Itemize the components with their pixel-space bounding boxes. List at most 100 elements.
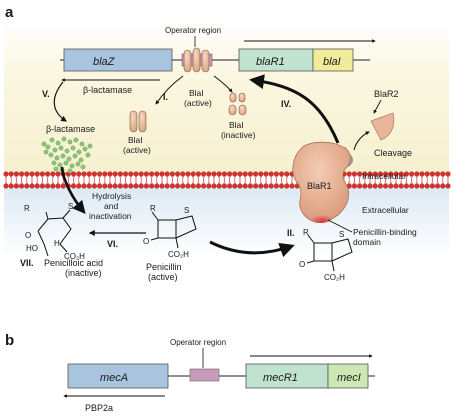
- operator-region-a: [181, 47, 213, 73]
- beta-lactamase-dot: [73, 137, 79, 143]
- panel-label-b: b: [5, 332, 14, 349]
- penicillin-structure: [150, 211, 197, 249]
- beta-lactamase-dot: [58, 145, 64, 151]
- beta-lactamase-dot: [57, 162, 63, 168]
- chem-r-1: R: [24, 204, 30, 213]
- chem-r-2: R: [150, 204, 156, 213]
- chem-s-1: S: [68, 202, 73, 211]
- blai-active-center-state: (active): [184, 98, 212, 108]
- penicilloic-line1: Penicilloic acid: [44, 258, 103, 268]
- gene-blaZ-label: blaZ: [93, 56, 116, 68]
- beta-lactamase-dot: [80, 164, 86, 170]
- beta-lactamase-dot: [48, 152, 54, 158]
- beta-lactamase-dot: [82, 146, 88, 152]
- pbp2a-label: PBP2a: [85, 403, 113, 413]
- step-vi-label: VI.: [107, 239, 118, 249]
- chem-co2h-1: CO₂H: [64, 252, 85, 261]
- blai-inactive-label: BlaI: [229, 120, 244, 130]
- step-iv-arrow: [249, 74, 340, 144]
- chem-co2h-3: CO₂H: [324, 273, 345, 282]
- step-iii-arrow: [353, 131, 370, 151]
- gene-mecA: [67, 363, 169, 389]
- gene-mecR1-label: mecR1: [263, 372, 298, 384]
- blai-inactive-fragments: [228, 92, 247, 116]
- intracellular-label: Intracellular: [362, 171, 406, 181]
- bound-penicillin-structure: [306, 234, 353, 272]
- penicilloic-line2: (inactive): [65, 268, 102, 278]
- step-iv-label: IV.: [281, 99, 291, 109]
- step-ii-label: II.: [287, 228, 295, 238]
- step-i-label: I.: [163, 92, 168, 102]
- blai-active-left-state: (active): [123, 145, 151, 155]
- beta-lactamase-dot: [85, 152, 91, 158]
- cleavage-label: Cleavage: [374, 148, 412, 158]
- gene-mecI: [327, 363, 369, 389]
- chem-co2h-2: CO₂H: [168, 250, 189, 259]
- beta-lactamase-dot: [76, 149, 82, 155]
- beta-lactamase-secreted-label: β-lactamase: [46, 124, 95, 134]
- blai-inactive-state: (inactive): [221, 130, 256, 140]
- blar1-receptor-icon: [292, 141, 353, 223]
- hydrolysis-line2: and: [104, 201, 118, 211]
- blar2-wedge-icon: [370, 112, 395, 141]
- blai-protein-icon: [201, 49, 210, 73]
- chem-s-3: S: [339, 230, 344, 239]
- beta-lactamase-dot: [49, 137, 55, 143]
- extracellular-region: [4, 186, 449, 256]
- beta-lactamase-dot: [63, 160, 69, 166]
- beta-lactamase-dot: [70, 145, 76, 151]
- beta-lactamase-dot: [78, 157, 84, 163]
- chem-o-2: O: [143, 237, 149, 246]
- step-i-arrow: [155, 75, 184, 105]
- blai-dimer-active: [129, 110, 147, 133]
- penicillin-line2: (active): [148, 272, 178, 282]
- beta-lactamase-dot: [64, 148, 70, 154]
- beta-lactamase-dot: [69, 163, 75, 169]
- blai-protein-icon: [129, 110, 138, 133]
- operator-label-b: Operator region: [170, 338, 226, 347]
- gene-mecR1: [245, 363, 329, 389]
- gene-blaI: [312, 48, 354, 72]
- blai-protein-icon: [192, 47, 201, 73]
- beta-lactamase-dot: [45, 144, 51, 150]
- beta-lactamase-dot: [41, 141, 47, 147]
- beta-lactamase-dot: [67, 168, 73, 174]
- pbd-label-line1: Penicillin-binding: [353, 227, 417, 237]
- panel-b: b Operator region mecA mecR1 mecI PBP2a: [5, 332, 375, 413]
- panel-label-a: a: [5, 4, 14, 21]
- blai-active-left-label: BlaI: [128, 135, 143, 145]
- hydrolysis-line3: inactivation: [89, 211, 132, 221]
- blai-to-inactive-arrow: [213, 75, 233, 93]
- gene-blaI-label: blaI: [323, 56, 341, 68]
- beta-lactamase-dot: [66, 156, 72, 162]
- chem-s-2: S: [184, 206, 189, 215]
- step-v-label: V.: [42, 89, 50, 99]
- step-ii-arrow: [209, 240, 295, 258]
- operator-label-a: Operator region: [165, 26, 221, 35]
- beta-lactamase-dot: [53, 166, 59, 172]
- beta-lactamase-dot: [54, 155, 60, 161]
- blar1-label: BlaR1: [307, 181, 332, 191]
- beta-lactamase-dot: [60, 153, 66, 159]
- chem-o-3: O: [299, 260, 305, 269]
- blar2-pointer: [373, 99, 382, 114]
- gene-mecI-label: mecI: [337, 372, 361, 384]
- beta-lactamase-dot: [87, 143, 93, 149]
- extracellular-label: Extracellular: [362, 205, 409, 215]
- blai-active-center-label: BlaI: [189, 88, 204, 98]
- blar2-label: BlaR2: [374, 89, 399, 99]
- operator-region-b: [189, 368, 220, 382]
- beta-lactamase-dots: [41, 136, 93, 174]
- penicillin-line1: Penicillin: [146, 262, 182, 272]
- chem-o-1: O: [25, 231, 31, 240]
- blai-protein-icon: [183, 49, 192, 73]
- chem-r-3: R: [303, 228, 309, 237]
- cytoplasm-region: [4, 20, 449, 175]
- pbd-label-line2: domain: [353, 237, 381, 247]
- chem-ho-1: HO: [26, 244, 38, 253]
- beta-lactamase-dot: [79, 141, 85, 147]
- beta-lactamase-dot: [67, 139, 73, 145]
- penicilloic-acid-structure: [37, 209, 72, 257]
